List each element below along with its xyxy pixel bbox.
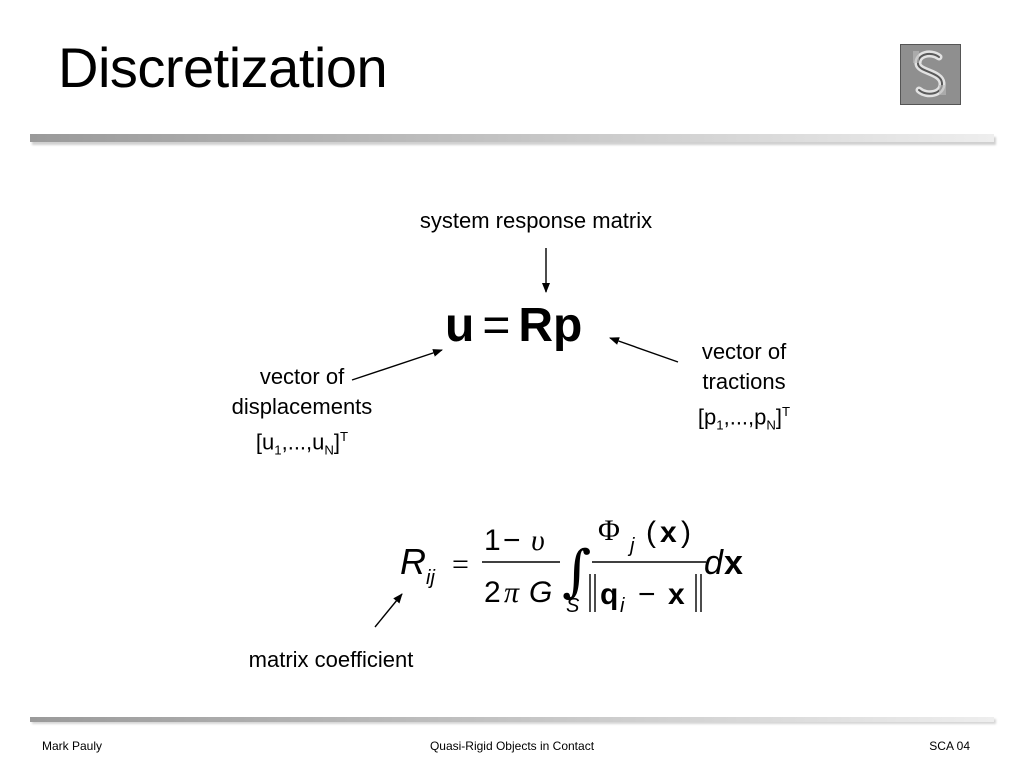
eq-paren-close: ) [681, 516, 691, 549]
arrow-to-u [351, 349, 443, 381]
eq-dx-x: x [724, 544, 743, 582]
label-system-response-matrix: system response matrix [419, 208, 653, 233]
tractions-vector: [p1,...,pN]T [697, 404, 791, 433]
main-equation: u=Rp [445, 302, 582, 350]
header-divider [30, 134, 994, 142]
eq-R: R [400, 541, 426, 582]
slide-title: Discretization [58, 36, 388, 99]
eq-den-minus: − [638, 578, 656, 611]
label-matrix-coefficient: matrix coefficient [248, 647, 414, 672]
eq-j: j [627, 535, 635, 557]
eq-integral: ∫ [562, 539, 591, 604]
footer-code: SCA 04 [929, 739, 970, 753]
eq-equals: = [482, 299, 511, 352]
eq-num-1: 1 [484, 524, 501, 557]
eq-i: i [620, 595, 625, 617]
eq-d: d [704, 544, 724, 582]
eq-num-minus: − [503, 524, 521, 557]
label-displacements: vector of displacements [u1,...,uN]T [212, 362, 392, 466]
eq-q: q [600, 578, 618, 611]
tractions-line2: tractions [702, 369, 786, 394]
eq-rp: Rp [518, 299, 583, 352]
eq-x-den: x [668, 578, 685, 611]
eq-pi: π [504, 576, 520, 609]
footer-author: Mark Pauly [42, 739, 103, 753]
eq-R-sub: ij [426, 567, 435, 589]
eq-coef-equals: = [452, 548, 469, 581]
arrow-to-Rij [374, 593, 403, 628]
label-tractions: vector of tractions [p1,...,pN]T [674, 337, 814, 441]
displacements-line2: displacements [231, 394, 373, 419]
arrow-to-p [609, 337, 679, 363]
eq-Phi: Φ [598, 514, 620, 547]
footer-divider [30, 717, 994, 722]
displacements-line1: vector of [259, 364, 345, 389]
course-logo [900, 44, 961, 105]
eq-S: S [566, 595, 580, 617]
footer-course-title: Quasi-Rigid Objects in Contact [429, 739, 595, 753]
eq-u: u [445, 299, 475, 352]
eq-x-num: x [660, 516, 677, 549]
eq-nu: υ [531, 524, 545, 557]
logo-emblem-icon [901, 45, 960, 104]
displacements-vector: [u1,...,uN]T [255, 429, 349, 458]
eq-G: G [529, 576, 552, 609]
tractions-line1: vector of [701, 339, 787, 364]
eq-den-2: 2 [484, 576, 501, 609]
eq-paren-open: ( [646, 516, 656, 549]
